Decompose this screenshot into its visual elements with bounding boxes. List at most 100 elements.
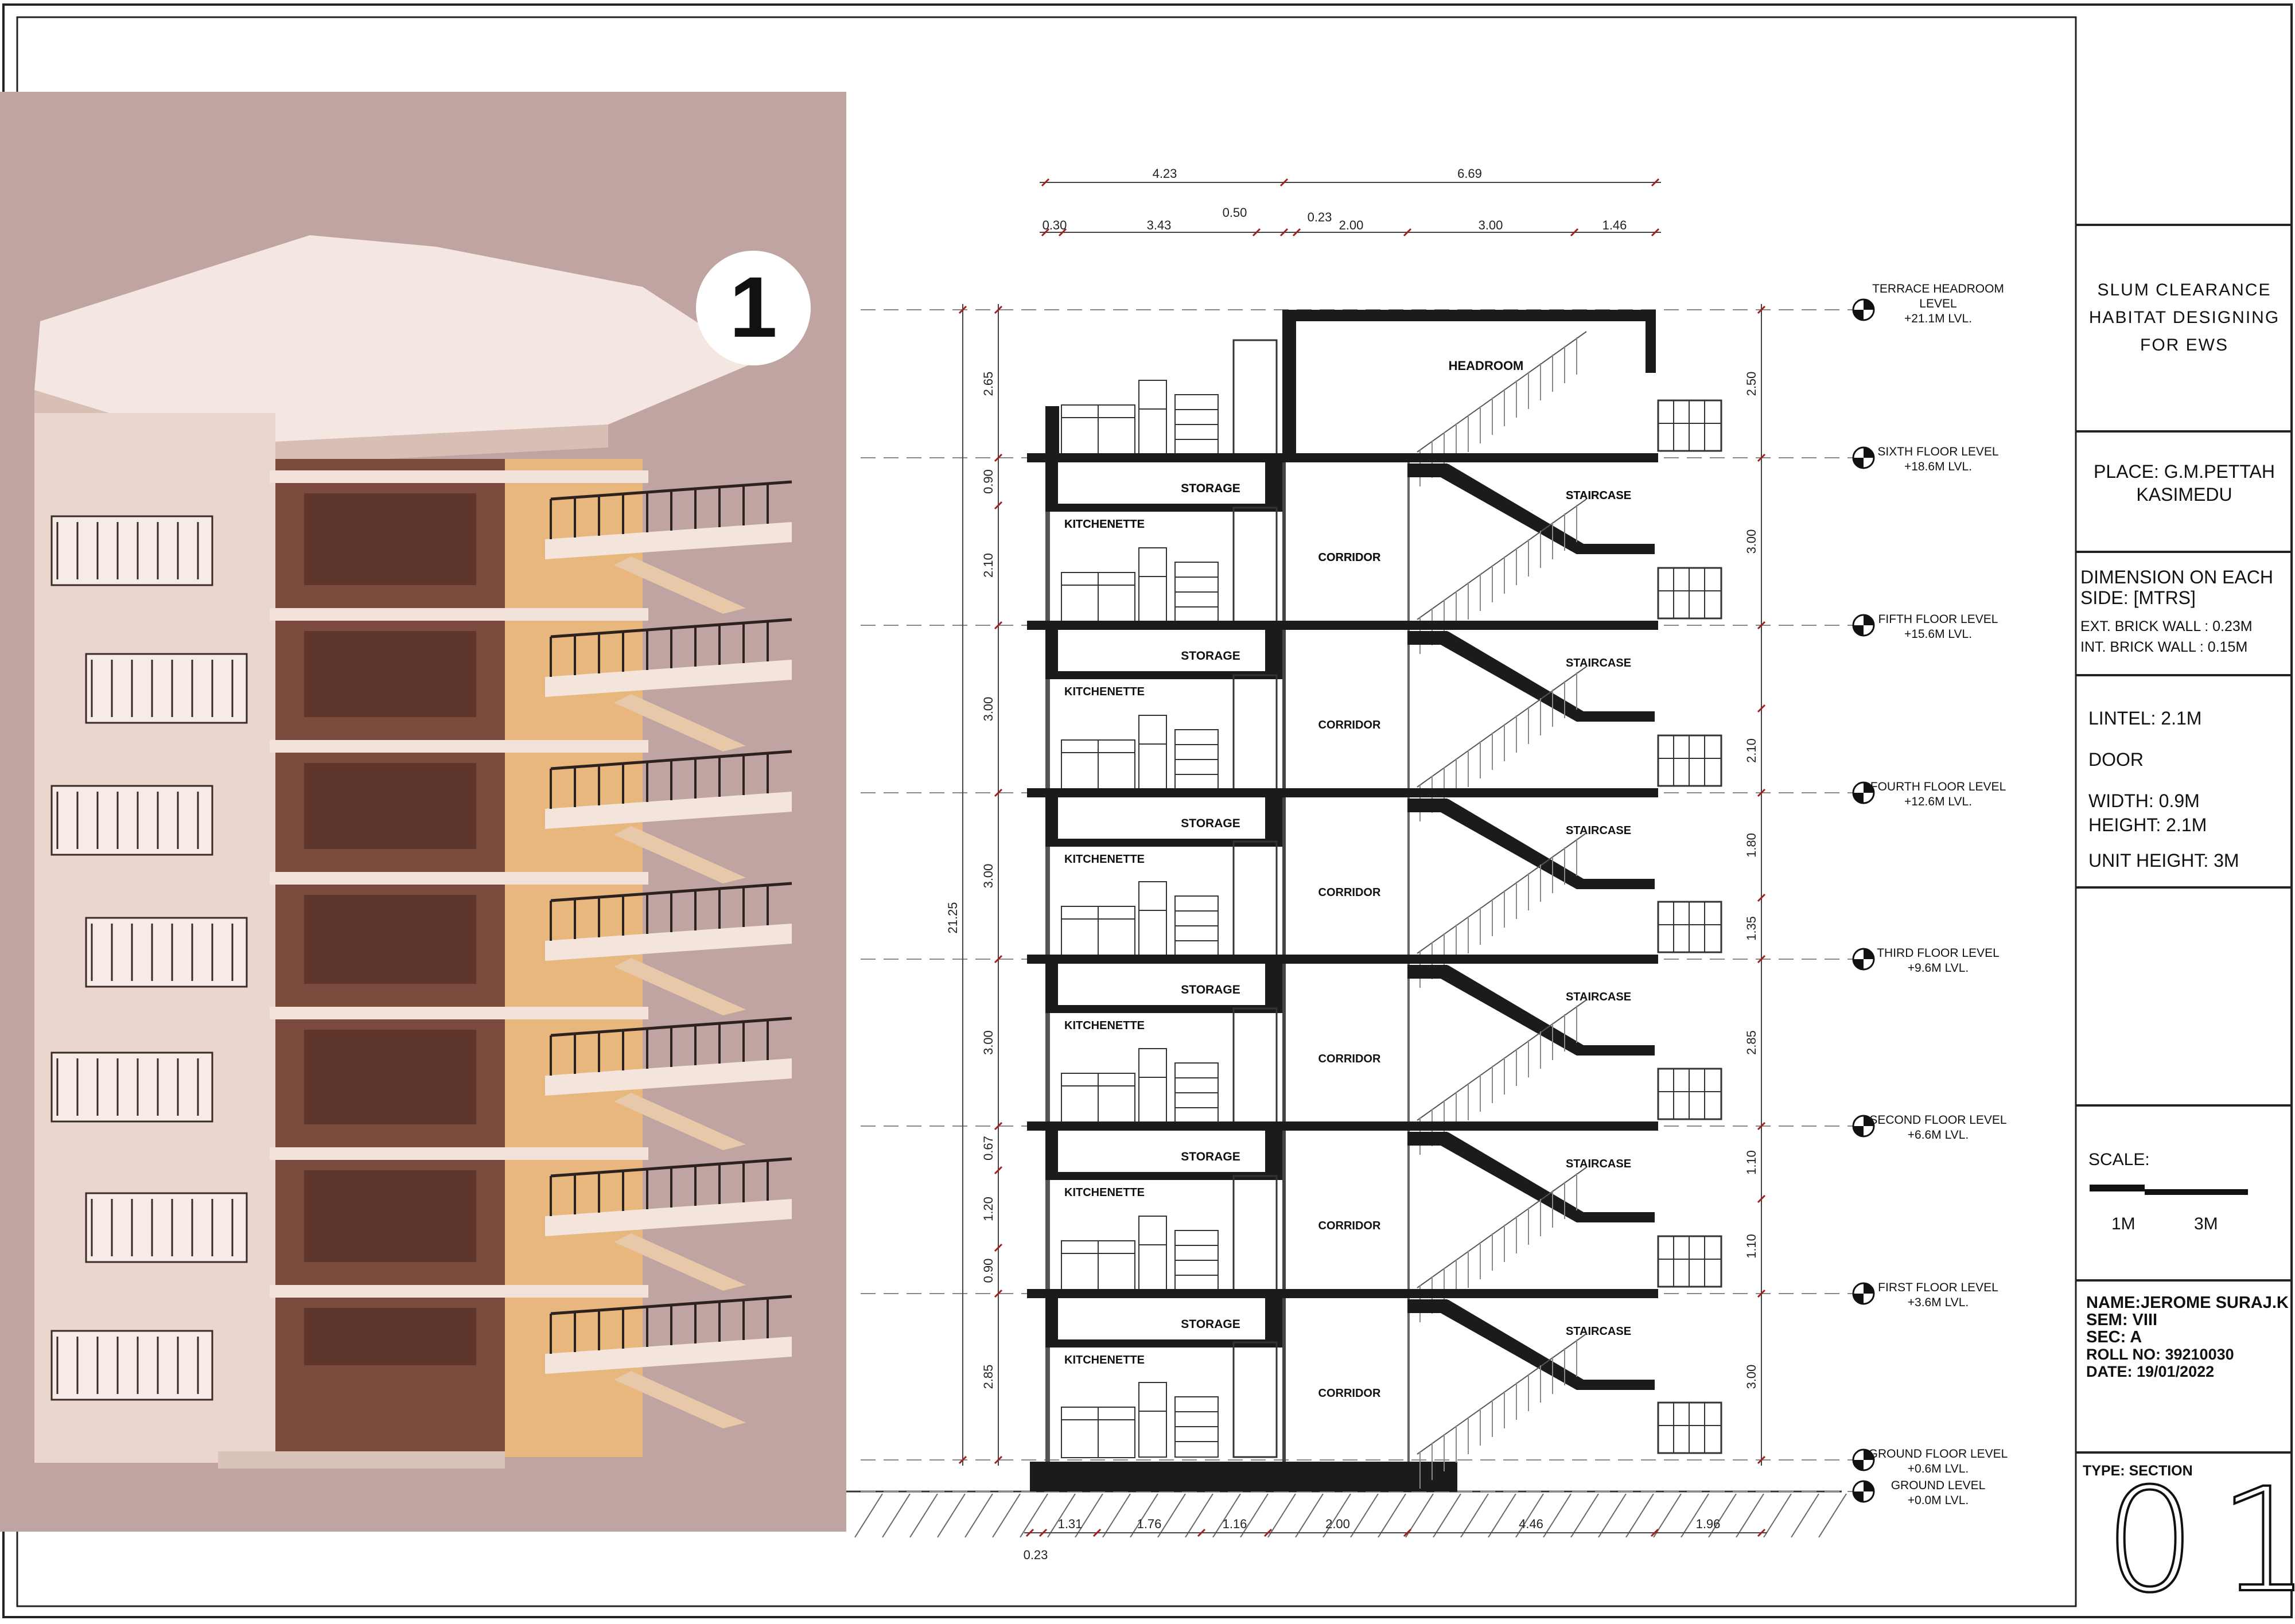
refrigerator-icon <box>1138 881 1167 957</box>
render-stair-flight <box>614 1233 746 1291</box>
kitchen-cabinet-icon <box>1061 1240 1135 1292</box>
storage-floor <box>1045 1172 1282 1180</box>
type-label: TYPE: SECTION <box>2083 1463 2193 1479</box>
level-name: SIXTH FLOOR LEVEL <box>1877 445 1998 458</box>
door-icon <box>1232 507 1278 624</box>
level-name: FIFTH FLOOR LEVEL <box>1878 613 1998 626</box>
storage-loft <box>1045 963 1058 1006</box>
level-marker-icon <box>1852 614 1875 637</box>
lintel-note: LINTEL: 2.1M <box>2088 708 2202 729</box>
stair-flight <box>1407 798 1655 889</box>
kitchenette-label: KITCHENETTE <box>1064 853 1145 866</box>
storage-wall <box>1265 461 1282 512</box>
level-marker-icon <box>1852 298 1875 321</box>
stair-flight <box>1407 630 1655 722</box>
right-dimension: 3.00 <box>1744 1365 1759 1389</box>
top-dimension: 6.69 <box>1457 166 1482 181</box>
stair-flight <box>1407 1299 1655 1390</box>
level-name: TERRACE HEADROOM <box>1872 282 2004 295</box>
render-room <box>304 493 476 585</box>
left-parapet <box>1045 406 1059 458</box>
level-name: GROUND FLOOR LEVEL <box>1869 1447 2008 1461</box>
bottom-dimension: 4.46 <box>1519 1517 1543 1531</box>
place-line: PLACE: G.M.PETTAH <box>2094 461 2275 482</box>
storage-wall <box>1265 629 1282 679</box>
tb-blank-top <box>2076 6 2293 224</box>
level-name: LEVEL <box>1919 297 1956 310</box>
refrigerator-icon <box>1138 380 1167 455</box>
roof-terrace <box>34 235 757 442</box>
left-dimension: 2.10 <box>981 553 995 578</box>
dimension-notes: DIMENSION ON EACH SIDE: [MTRS] EXT. BRIC… <box>2076 551 2293 674</box>
second-dimension: 3.43 <box>1147 218 1172 232</box>
scale-bar <box>2090 1185 2248 1195</box>
render-slab <box>270 1285 648 1298</box>
render-stair-landing <box>545 1199 792 1236</box>
plinth-slab <box>1030 1462 1457 1491</box>
unit-height-note: UNIT HEIGHT: 3M <box>2088 850 2239 871</box>
floor-slab <box>1027 453 1658 462</box>
render-number-badge: 1 <box>696 251 811 365</box>
staircase-label: STAIRCASE <box>1566 991 1631 1003</box>
level-name: GROUND LEVEL <box>1891 1479 1986 1492</box>
stair-railing <box>1417 499 1587 654</box>
title-block: SLUM CLEARANCE HABITAT DESIGNING FOR EWS… <box>2076 6 2295 1624</box>
second-dimension: 1.46 <box>1602 218 1627 232</box>
storage-floor <box>1045 1339 1282 1348</box>
storage-label: STORAGE <box>1181 1150 1240 1163</box>
render-slab <box>270 1007 648 1019</box>
render-room <box>304 631 476 717</box>
storage-loft <box>1045 796 1058 839</box>
corridor-label: CORRIDOR <box>1318 1220 1381 1232</box>
kitchenette-label: KITCHENETTE <box>1064 518 1145 531</box>
shelf-icon <box>1174 394 1219 455</box>
balcony-railing-icon <box>1657 1401 1722 1454</box>
level-marker-icon <box>1852 446 1875 469</box>
render-room <box>304 895 476 984</box>
render-balcony <box>85 653 248 724</box>
bottom-dimension: 0.23 <box>1024 1548 1048 1562</box>
storage-label: STORAGE <box>1181 1318 1240 1331</box>
render-room <box>304 763 476 849</box>
render-stair-flight <box>614 1371 746 1428</box>
render-stair-landing <box>545 1058 792 1096</box>
student-details: NAME:JEROME SURAJ.K SEM: VIII SEC: A ROL… <box>2076 1279 2293 1451</box>
kitchenette-label: KITCHENETTE <box>1064 1019 1145 1032</box>
int-wall-note: INT. BRICK WALL : 0.15M <box>2080 639 2248 655</box>
level-name: FOURTH FLOOR LEVEL <box>1870 780 2006 793</box>
second-dimension: 2.00 <box>1339 218 1364 232</box>
left-dimension: 3.00 <box>981 1030 995 1055</box>
left-dimension: 1.20 <box>981 1197 995 1221</box>
right-dimension: 2.50 <box>1744 372 1759 396</box>
student-roll: ROLL NO: 39210030 <box>2086 1346 2234 1363</box>
render-stair-landing <box>545 1337 792 1374</box>
sheet-number: 01 <box>2103 1456 2295 1624</box>
storage-loft <box>1045 629 1058 672</box>
corridor-label: CORRIDOR <box>1318 1053 1381 1065</box>
storage-label: STORAGE <box>1181 482 1240 495</box>
balcony-railing-icon <box>1657 901 1722 953</box>
render-slab <box>270 470 648 483</box>
door-icon <box>1232 840 1278 957</box>
kitchenette-label: KITCHENETTE <box>1064 518 1145 531</box>
render-balcony <box>85 1192 248 1263</box>
right-dimension: 1.80 <box>1744 833 1759 858</box>
bottom-dimension: 1.16 <box>1223 1517 1247 1531</box>
top-dimension: 4.23 <box>1153 166 1177 181</box>
ext-wall-note: EXT. BRICK WALL : 0.23M <box>2080 618 2253 634</box>
student-name: NAME:JEROME SURAJ.K <box>2086 1294 2289 1312</box>
render-stair-flight <box>614 958 746 1015</box>
left-dimension: 2.65 <box>981 372 995 396</box>
door-icon <box>1232 1175 1278 1292</box>
stair-flight <box>1407 1131 1655 1222</box>
refrigerator-icon <box>1138 1382 1167 1458</box>
stair-railing <box>1417 832 1587 988</box>
level-name: THIRD FLOOR LEVEL <box>1877 947 2000 960</box>
render-room <box>304 1030 476 1124</box>
floor-slab <box>1027 621 1658 630</box>
level-value: +15.6M LVL. <box>1904 628 1972 641</box>
